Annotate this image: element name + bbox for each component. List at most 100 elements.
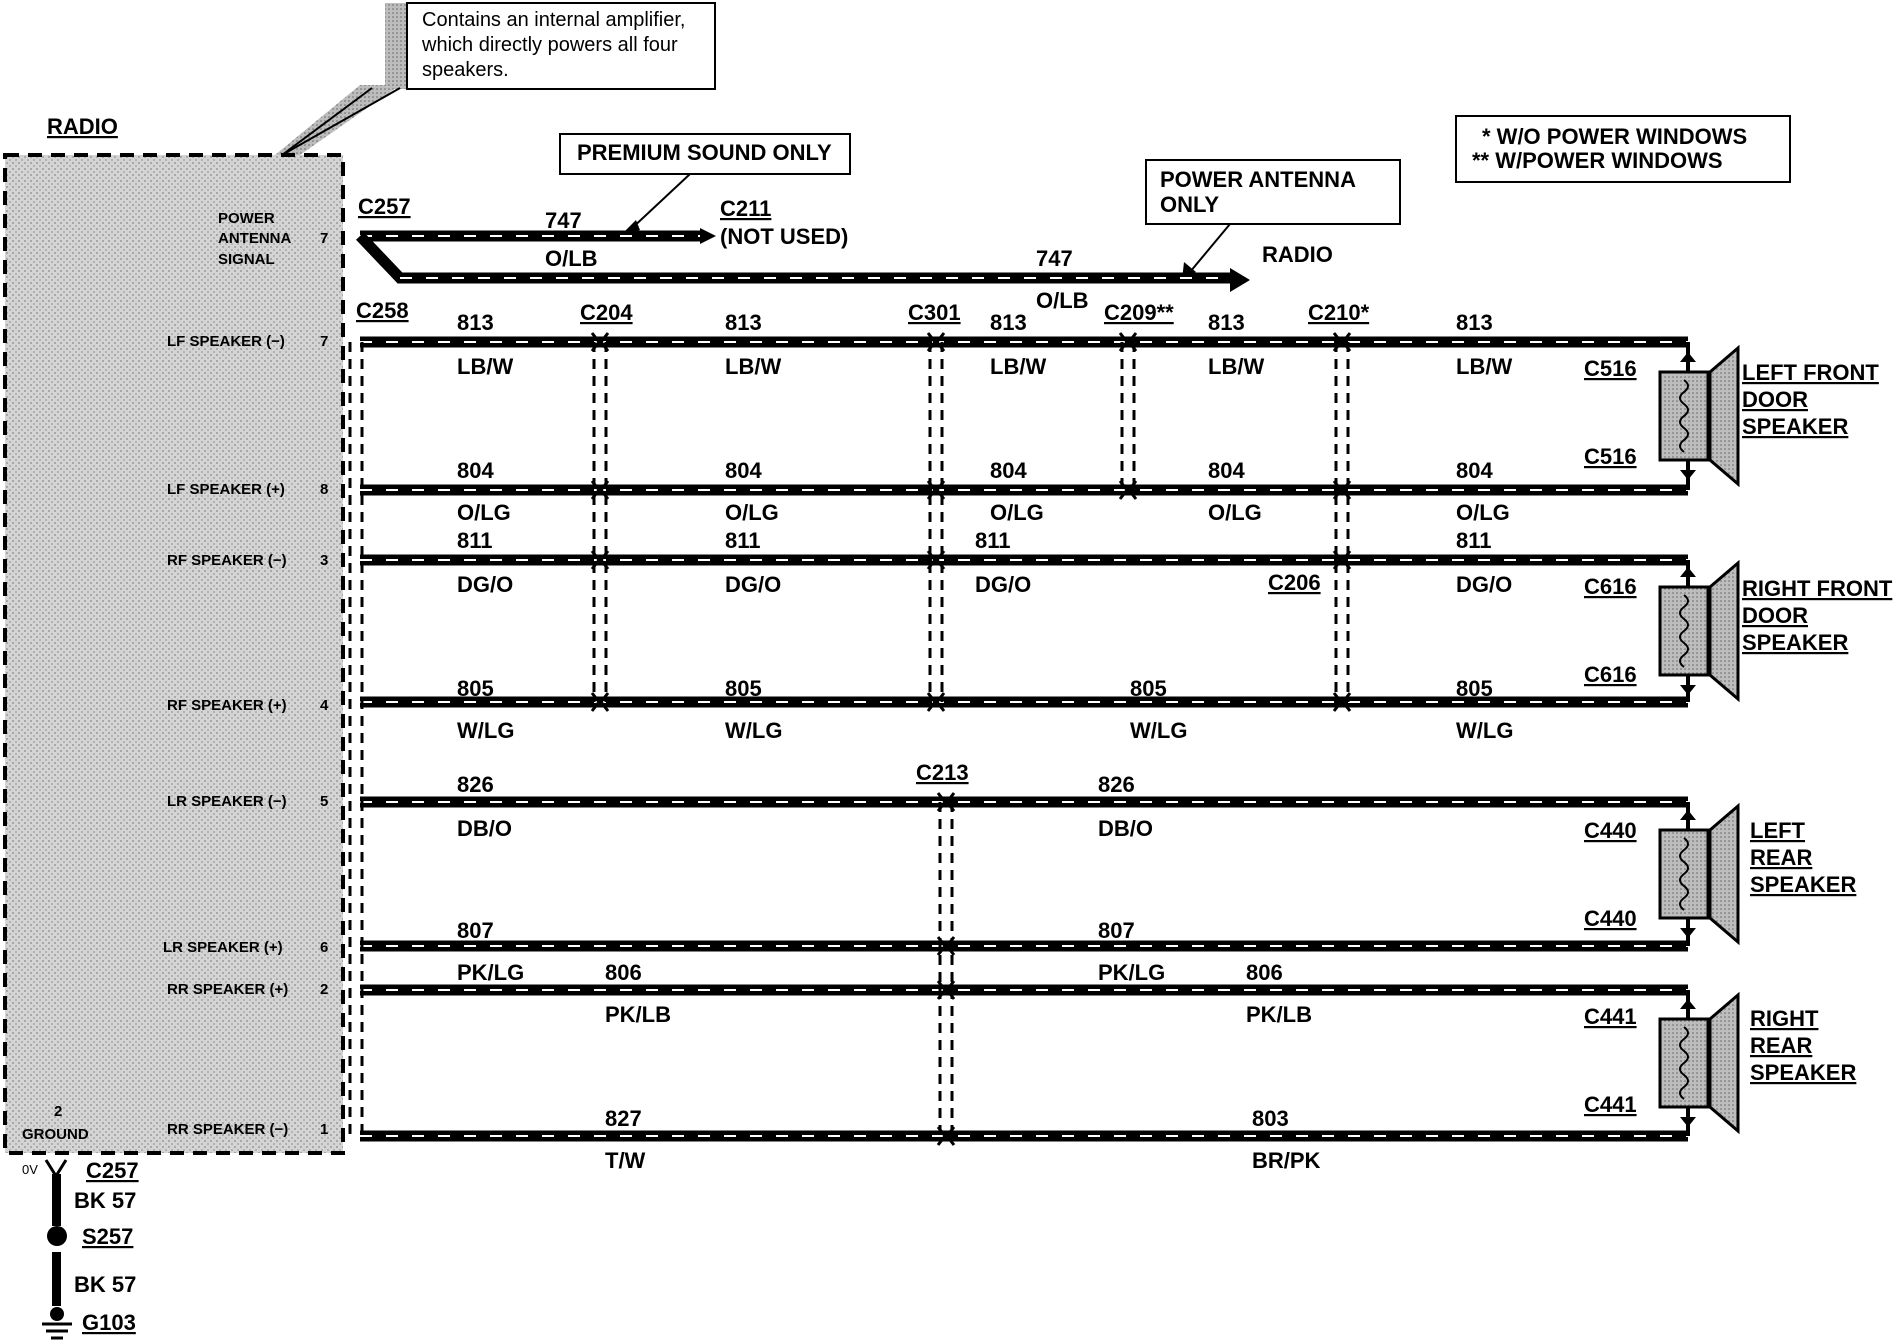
connector-c301: C301 xyxy=(908,300,961,325)
connector-c213: C213 xyxy=(916,760,969,785)
rf-neg-color-1: DG/O xyxy=(457,572,513,597)
rf-speaker-magnet xyxy=(1658,585,1710,677)
antenna-wire1-num: 747 xyxy=(545,208,582,233)
rf-pos-connector-mate-2 xyxy=(935,692,946,712)
splice-icon xyxy=(47,1226,67,1246)
rf-speaker-label-2: DOOR xyxy=(1742,603,1808,628)
lf-speaker-coil xyxy=(1679,379,1689,453)
rf-speaker-arrow-bottom xyxy=(1680,685,1696,695)
antenna-wire2-color: O/LB xyxy=(1036,288,1089,313)
lr-speaker-label-2: REAR xyxy=(1750,845,1812,870)
connector-c440-bottom: C440 xyxy=(1584,906,1637,931)
rf-pos-color-4: W/LG xyxy=(1456,718,1513,743)
connector-c440-top: C440 xyxy=(1584,818,1637,843)
pin-num-lf-neg: 7 xyxy=(320,333,328,350)
power-antenna-callout: POWER ANTENNA ONLY xyxy=(1145,159,1401,280)
pin-num-lf-pos: 8 xyxy=(320,481,328,498)
rf-pos-color-2: W/LG xyxy=(725,718,782,743)
ground-connector-icon xyxy=(44,1159,68,1179)
lf-speaker-label-2: DOOR xyxy=(1742,387,1808,412)
connector-c616-top: C616 xyxy=(1584,574,1637,599)
rf-neg-num-3: 811 xyxy=(975,528,1011,553)
pin-label-lf-pos: LF SPEAKER (+) xyxy=(167,481,285,498)
lf-neg-num-5: 813 xyxy=(1456,310,1493,335)
lf-neg-num-3: 813 xyxy=(990,310,1027,335)
rr-speaker-label-2: REAR xyxy=(1750,1033,1812,1058)
pin-num-lr-pos: 6 xyxy=(320,939,328,956)
rf-pos-num-3: 805 xyxy=(1130,676,1167,701)
lr-pos-color-2: PK/LG xyxy=(1098,960,1165,985)
pin-num-antenna: 7 xyxy=(320,230,328,247)
pin-num-rr-pos: 2 xyxy=(320,981,328,998)
connector-c257-antenna: C257 xyxy=(358,194,411,219)
pin-label-rf-pos: RF SPEAKER (+) xyxy=(167,697,287,714)
amplifier-note-line2: which directly powers all four xyxy=(421,34,678,56)
rf-neg-num-2: 811 xyxy=(725,528,761,553)
rr-speaker-arrow-top xyxy=(1680,999,1696,1009)
lf-neg-num-2: 813 xyxy=(725,310,762,335)
antenna-dest-radio: RADIO xyxy=(1262,242,1333,267)
lf-neg-color-3: LB/W xyxy=(990,354,1046,379)
lr-speaker-coil xyxy=(1679,837,1689,911)
ground-symbol-icon xyxy=(42,1322,72,1340)
rr-neg-color-1: T/W xyxy=(605,1148,646,1173)
rf-neg-color-2: DG/O xyxy=(725,572,781,597)
rf-speaker-icon xyxy=(1658,559,1740,703)
rf-pos-connector-mate-3 xyxy=(1341,692,1352,712)
ground-0v-label: 0V xyxy=(22,1162,38,1177)
lr-neg-color-1: DB/O xyxy=(457,816,512,841)
lr-neg-color-2: DB/O xyxy=(1098,816,1153,841)
lr-speaker-label-3: SPEAKER xyxy=(1750,872,1856,897)
lf-pos-num-2: 804 xyxy=(725,458,762,483)
rf-pos-color-1: W/LG xyxy=(457,718,514,743)
rf-speaker-cone xyxy=(1708,559,1740,703)
lr-speaker-arrow-top xyxy=(1680,810,1696,820)
lf-speaker-label-3: SPEAKER xyxy=(1742,414,1848,439)
pin-label-ground: GROUND xyxy=(22,1126,89,1143)
rr-neg-num-1: 827 xyxy=(605,1106,642,1131)
pin-label-rf-neg: RF SPEAKER (−) xyxy=(167,552,287,569)
lr-neg-num-1: 826 xyxy=(457,772,494,797)
pin-label-rr-neg: RR SPEAKER (−) xyxy=(167,1121,288,1138)
lf-neg-num-4: 813 xyxy=(1208,310,1245,335)
rr-neg-color-2: BR/PK xyxy=(1252,1148,1321,1173)
rf-speaker-label-3: SPEAKER xyxy=(1742,630,1848,655)
amplifier-callout: Contains an internal amplifier, which di… xyxy=(275,2,716,156)
pin-num-rf-pos: 4 xyxy=(320,697,329,714)
pin-label-rr-pos: RR SPEAKER (+) xyxy=(167,981,288,998)
lf-neg-num-1: 813 xyxy=(457,310,494,335)
speakers xyxy=(1658,342,1740,1136)
antenna-wire2-num: 747 xyxy=(1036,246,1073,271)
speaker-wire-runs xyxy=(348,332,1688,1146)
lr-pos-num-1: 807 xyxy=(457,918,494,943)
pin-label-antenna-2: ANTENNA xyxy=(218,230,291,247)
lr-speaker-arrow-bottom xyxy=(1680,928,1696,938)
lr-pos-num-2: 807 xyxy=(1098,918,1135,943)
ground-circuit: 0V C257 BK 57 S257 BK 57 G103 xyxy=(22,1158,139,1340)
rr-speaker-icon xyxy=(1658,990,1740,1136)
rf-neg-color-3: DG/O xyxy=(975,572,1031,597)
power-antenna-label-1: POWER ANTENNA xyxy=(1160,167,1356,192)
rf-speaker-arrow-top xyxy=(1680,567,1696,577)
rf-neg-color-4: DG/O xyxy=(1456,572,1512,597)
radio-module: RADIO POWER ANTENNA SIGNAL 7 LF SPEAKER … xyxy=(3,114,345,1155)
ground-point-g103: G103 xyxy=(82,1310,136,1335)
lr-neg-num-2: 826 xyxy=(1098,772,1135,797)
rf-pos-connector-3 xyxy=(1332,692,1343,712)
rf-pos-connector-2 xyxy=(926,692,937,712)
pin-num-rf-neg: 3 xyxy=(320,552,328,569)
rr-speaker-arrow-bottom xyxy=(1680,1117,1696,1127)
lr-pos-color-1: PK/LG xyxy=(457,960,524,985)
lr-speaker-icon xyxy=(1658,802,1740,946)
lf-pos-num-3: 804 xyxy=(990,458,1027,483)
lf-pos-color-4: O/LG xyxy=(1208,500,1262,525)
rr-neg-num-2: 803 xyxy=(1252,1106,1289,1131)
antenna-wire1-color: O/LB xyxy=(545,246,598,271)
lr-speaker-label-1: LEFT xyxy=(1750,818,1806,843)
amplifier-note-line1: Contains an internal amplifier, xyxy=(422,9,685,31)
lf-pos-num-4: 804 xyxy=(1208,458,1245,483)
amplifier-note-line3: speakers. xyxy=(422,59,509,81)
premium-sound-callout: PREMIUM SOUND ONLY xyxy=(559,133,851,236)
lf-pos-num-1: 804 xyxy=(457,458,494,483)
lf-pos-color-5: O/LG xyxy=(1456,500,1510,525)
